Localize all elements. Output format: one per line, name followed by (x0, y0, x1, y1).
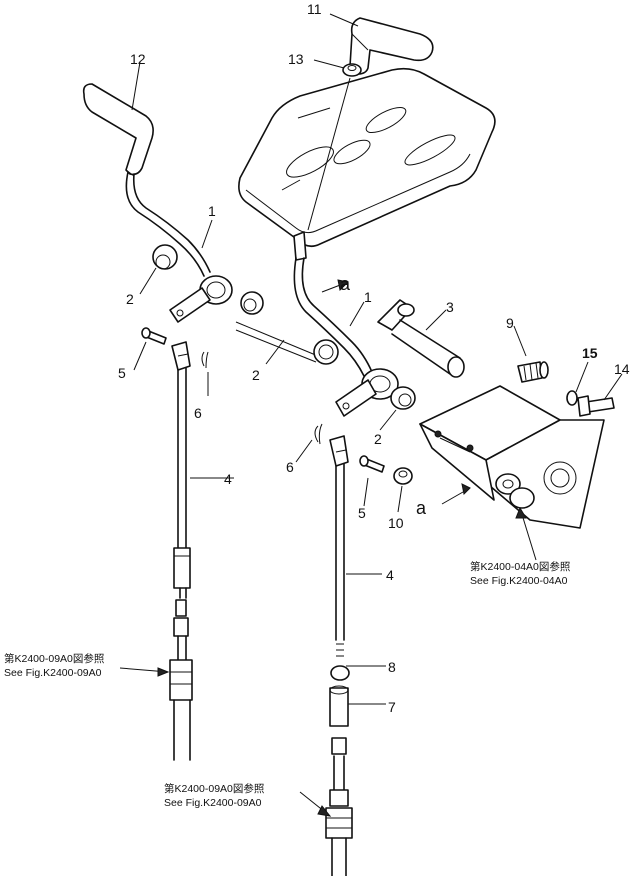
knob-part-12 (82, 83, 154, 177)
knob-part-11 (349, 17, 434, 75)
console-cover (238, 67, 496, 248)
rod-part-4-right (329, 435, 349, 657)
callout-14: 14 (614, 361, 630, 377)
nut-part-13 (342, 63, 362, 77)
arrow-a-top (337, 279, 350, 292)
callout-5-left: 5 (118, 365, 126, 381)
callout-3: 3 (446, 299, 454, 315)
cable-left (169, 599, 193, 761)
ref-left-en: See Fig.K2400-09A0 (4, 667, 102, 679)
fitting-part-9 (517, 361, 549, 383)
ref-bottom-en: See Fig.K2400-09A0 (164, 797, 262, 809)
callout-5-right: 5 (358, 505, 366, 521)
callout-4-left: 4 (224, 471, 232, 487)
washer-part-15 (566, 390, 578, 406)
arrow-a-bottom (461, 483, 471, 496)
leader-lines (119, 13, 623, 817)
callout-2-middle: 2 (252, 367, 260, 383)
callout-13: 13 (288, 51, 304, 67)
pin-part-5-left (141, 327, 167, 345)
callout-2-left: 2 (126, 291, 134, 307)
cotter-pin-part-6-right (314, 423, 323, 445)
callout-6-left: 6 (194, 405, 202, 421)
lever-part-1-right (293, 231, 399, 417)
callout-1-right: 1 (364, 289, 372, 305)
pin-part-5-right (359, 455, 385, 473)
rod-part-4-left (171, 341, 191, 599)
ref-right-jp: 第K2400-04A0図参照 (470, 560, 571, 573)
bushing-part-2-middle (235, 291, 339, 365)
bracket-plate (419, 385, 605, 529)
cotter-pin-part-6-left (201, 351, 209, 369)
callout-10: 10 (388, 515, 404, 531)
callout-12: 12 (130, 51, 146, 67)
arrow-ref-left (157, 667, 170, 677)
bushing-part-2-left (152, 244, 178, 270)
callout-9: 9 (506, 315, 514, 331)
shaft-part-3 (377, 299, 465, 378)
nut-part-10 (393, 467, 413, 485)
callout-7: 7 (388, 699, 396, 715)
bushing-part-2-right (390, 386, 416, 410)
bolt-part-14 (577, 395, 615, 417)
arrow-ref-bottom (317, 805, 332, 817)
ref-left-jp: 第K2400-09A0図参照 (4, 652, 105, 665)
callout-a-bottom: a (416, 498, 427, 518)
callout-a-top: a (340, 274, 351, 294)
callout-2-right: 2 (374, 431, 382, 447)
callout-6-right: 6 (286, 459, 294, 475)
lever-part-1-left (125, 171, 233, 323)
callout-11: 11 (307, 1, 322, 17)
arrow-ref-right (515, 506, 527, 519)
ref-right-en: See Fig.K2400-04A0 (470, 575, 568, 587)
ref-bottom-jp: 第K2400-09A0図参照 (164, 782, 265, 795)
callout-1-left: 1 (208, 203, 216, 219)
nut-part-8 (330, 665, 350, 681)
callout-4-right: 4 (386, 567, 394, 583)
callout-15: 15 (582, 345, 598, 361)
coupler-part-7 (329, 685, 349, 727)
callout-8: 8 (388, 659, 396, 675)
cable-right (325, 737, 353, 876)
